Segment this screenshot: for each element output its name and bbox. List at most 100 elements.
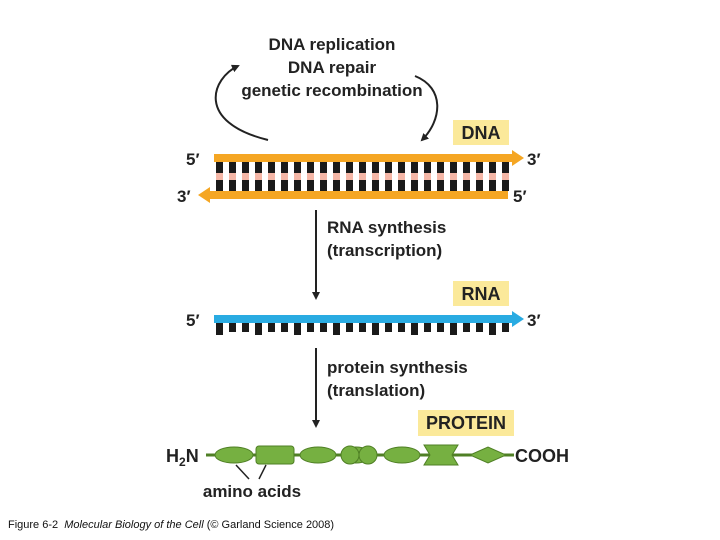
- base-bottom: [502, 180, 509, 191]
- base-bottom: [372, 180, 379, 191]
- dna-top-5prime-label: 5′: [186, 150, 200, 169]
- rna-base: [437, 323, 444, 332]
- base-top: [346, 162, 353, 173]
- dna-bottom-3prime-label: 3′: [177, 187, 191, 206]
- replication-loop-arrow-right: [414, 75, 439, 142]
- base-top: [463, 162, 470, 173]
- base-pair-link: [411, 173, 418, 180]
- rna-base: [372, 323, 379, 335]
- base-top: [450, 162, 457, 173]
- base-bottom: [476, 180, 483, 191]
- dna-top-strand-arrowhead: [512, 150, 524, 166]
- rna-base: [398, 323, 405, 332]
- rna-base: [255, 323, 262, 335]
- base-pair-link: [294, 173, 301, 180]
- rna-base: [216, 323, 223, 335]
- rna-strand-group: [214, 311, 524, 335]
- rna-base: [411, 323, 418, 335]
- rna-base: [320, 323, 327, 332]
- amino-acid-pointer-left: [235, 464, 250, 480]
- base-top: [437, 162, 444, 173]
- base-top: [242, 162, 249, 173]
- caption-figure-number: Figure 6-2: [8, 519, 59, 531]
- amino-acid-bead-6: [383, 446, 421, 464]
- replication-loop-arrow-left: [214, 64, 269, 141]
- amino-acid-bead-2: [255, 445, 295, 465]
- base-bottom: [424, 180, 431, 191]
- rna-base: [489, 323, 496, 335]
- process-dna-repair: DNA repair: [288, 58, 377, 77]
- base-pair-link: [476, 173, 483, 180]
- figure-caption: Figure 6-2 Molecular Biology of the Cell…: [8, 519, 334, 531]
- rna-base: [346, 323, 353, 332]
- base-top: [372, 162, 379, 173]
- base-pair-link: [346, 173, 353, 180]
- base-pair-link: [463, 173, 470, 180]
- translation-label-line2: (translation): [327, 381, 425, 400]
- transcription-label-line2: (transcription): [327, 241, 442, 260]
- dna-top-strand: [214, 154, 514, 162]
- base-pair-link: [242, 173, 249, 180]
- dna-label: DNA: [462, 123, 501, 143]
- base-bottom: [346, 180, 353, 191]
- rna-base: [463, 323, 470, 332]
- base-top: [216, 162, 223, 173]
- base-bottom: [359, 180, 366, 191]
- base-bottom: [242, 180, 249, 191]
- base-pair-link: [450, 173, 457, 180]
- rna-base: [281, 323, 288, 332]
- base-pair-link: [333, 173, 340, 180]
- base-bottom: [411, 180, 418, 191]
- base-bottom: [255, 180, 262, 191]
- amino-acid-pointer-right: [258, 464, 267, 480]
- dna-top-3prime-label: 3′: [527, 150, 541, 169]
- dna-base-pairs: [216, 162, 509, 191]
- base-top: [294, 162, 301, 173]
- base-top: [424, 162, 431, 173]
- rna-strand-arrowhead: [512, 311, 524, 327]
- rna-base: [333, 323, 340, 335]
- base-bottom: [450, 180, 457, 191]
- caption-book-title: Molecular Biology of the Cell: [64, 519, 204, 531]
- process-dna-replication: DNA replication: [269, 35, 396, 54]
- base-bottom: [437, 180, 444, 191]
- base-bottom: [281, 180, 288, 191]
- rna-label: RNA: [462, 284, 501, 304]
- amino-acid-bead-5a: [340, 445, 360, 465]
- base-top: [307, 162, 314, 173]
- rna-base: [242, 323, 249, 332]
- amino-acid-bead-7: [423, 444, 459, 466]
- protein-label: PROTEIN: [426, 413, 506, 433]
- base-top: [229, 162, 236, 173]
- base-pair-link: [320, 173, 327, 180]
- base-bottom: [294, 180, 301, 191]
- rna-base: [385, 323, 392, 332]
- base-top: [476, 162, 483, 173]
- rna-base: [424, 323, 431, 332]
- base-pair-link: [216, 173, 223, 180]
- protein-chain: [206, 444, 514, 466]
- dna-bottom-strand: [208, 191, 508, 199]
- dna-double-strand: [198, 150, 524, 203]
- base-top: [268, 162, 275, 173]
- base-bottom: [385, 180, 392, 191]
- base-top: [359, 162, 366, 173]
- rna-label-box: [453, 281, 509, 306]
- base-top: [398, 162, 405, 173]
- amino-acid-bead-3: [299, 446, 337, 464]
- base-top: [333, 162, 340, 173]
- rna-base: [268, 323, 275, 332]
- n-terminus-label: H2N: [166, 446, 199, 469]
- amino-acid-bead-8: [468, 446, 508, 464]
- rna-base: [476, 323, 483, 332]
- rna-base: [450, 323, 457, 335]
- base-top: [320, 162, 327, 173]
- transcription-label-line1: RNA synthesis: [327, 218, 446, 237]
- base-pair-link: [424, 173, 431, 180]
- amino-acid-bead-5b: [358, 445, 378, 465]
- base-top: [489, 162, 496, 173]
- c-terminus-label: COOH: [515, 446, 569, 466]
- base-pair-link: [489, 173, 496, 180]
- rna-base: [502, 323, 509, 332]
